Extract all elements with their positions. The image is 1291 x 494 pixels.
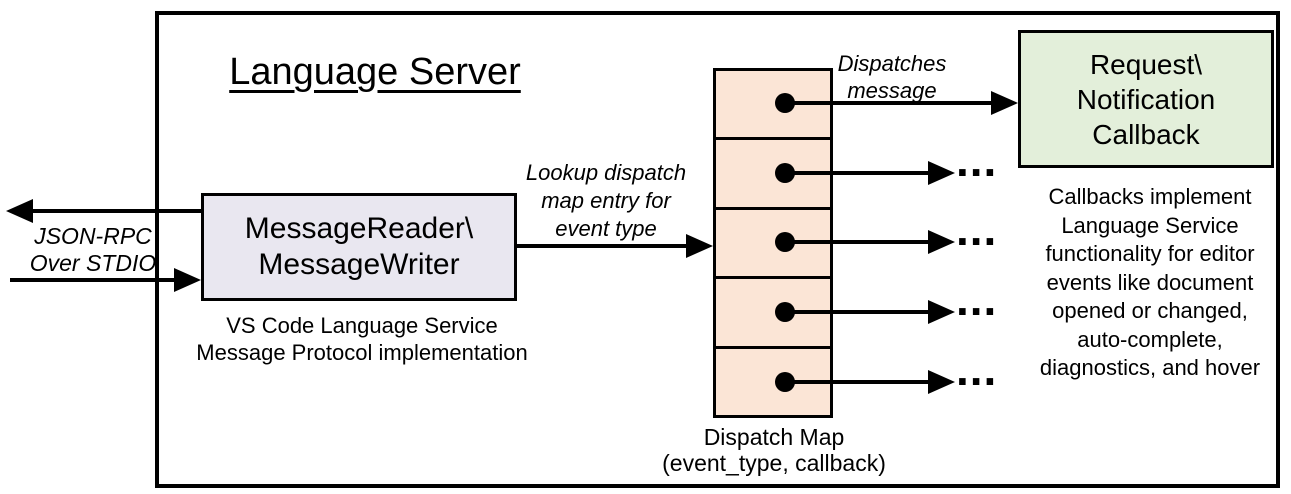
dispatch-map-box — [713, 68, 833, 418]
callbacks-note-line: events like document — [1046, 269, 1254, 295]
dispatch-map-caption-line1: Dispatch Map — [703, 424, 845, 450]
language-server-boundary-box — [155, 11, 1280, 488]
lookup-dispatch-label-line3: event type — [555, 216, 657, 241]
callbacks-note-line: Language Service — [1061, 212, 1239, 238]
lookup-dispatch-label-line1: Lookup dispatch — [525, 160, 687, 185]
stdio-transport-label-line2: Over STDIO — [29, 250, 157, 276]
dispatches-message-label: Dispatches message — [812, 50, 972, 104]
message-reader-writer-box: MessageReader\ MessageWriter — [201, 193, 517, 301]
message-box-caption-line1: VS Code Language Service — [226, 313, 498, 338]
arrow-head — [6, 199, 33, 223]
callbacks-note-line: auto-complete, — [1077, 326, 1223, 352]
more-callbacks-ellipsis: ... — [956, 343, 998, 395]
stdio-transport-label: JSON-RPC Over STDIO — [10, 223, 176, 277]
callbacks-note-line: diagnostics, and hover — [1039, 355, 1261, 380]
more-callbacks-ellipsis: ... — [956, 134, 998, 186]
more-callbacks-ellipsis: ... — [956, 203, 998, 255]
message-writer-label: MessageWriter — [258, 248, 460, 281]
diagram-title: Language Server — [229, 51, 521, 93]
more-callbacks-ellipsis: ... — [956, 273, 998, 325]
dispatch-map-caption: Dispatch Map (event_type, callback) — [624, 424, 924, 476]
callback-box-line3: Callback — [1092, 118, 1200, 150]
message-reader-label: MessageReader\ — [244, 212, 474, 245]
dispatches-message-label-line2: message — [847, 78, 937, 103]
callbacks-note-line: functionality for editor — [1045, 241, 1255, 266]
request-notification-callback-box: Request\ Notification Callback — [1018, 30, 1274, 168]
callbacks-note-line: opened or changed, — [1052, 298, 1248, 323]
dispatch-map-cell — [716, 276, 830, 345]
callback-box-line1: Request\ — [1089, 48, 1203, 80]
callbacks-note-line: Callbacks implement — [1048, 184, 1252, 209]
dispatch-map-cell — [716, 345, 830, 415]
dispatch-map-caption-line2: (event_type, callback) — [662, 450, 886, 476]
dispatch-map-cell — [716, 206, 830, 276]
callbacks-description-note: Callbacks implement Language Service fun… — [1015, 183, 1285, 383]
callback-box-line2: Notification — [1076, 83, 1216, 115]
lookup-dispatch-label-line2: map entry for — [541, 188, 671, 213]
lookup-dispatch-label: Lookup dispatch map entry for event type — [516, 159, 696, 243]
dispatches-message-label-line1: Dispatches — [837, 51, 947, 76]
dispatch-map-cell — [716, 137, 830, 206]
message-box-caption-line2: Message Protocol implementation — [196, 340, 528, 365]
message-box-caption: VS Code Language Service Message Protoco… — [182, 312, 542, 366]
stdio-transport-label-line1: JSON-RPC — [34, 223, 152, 249]
